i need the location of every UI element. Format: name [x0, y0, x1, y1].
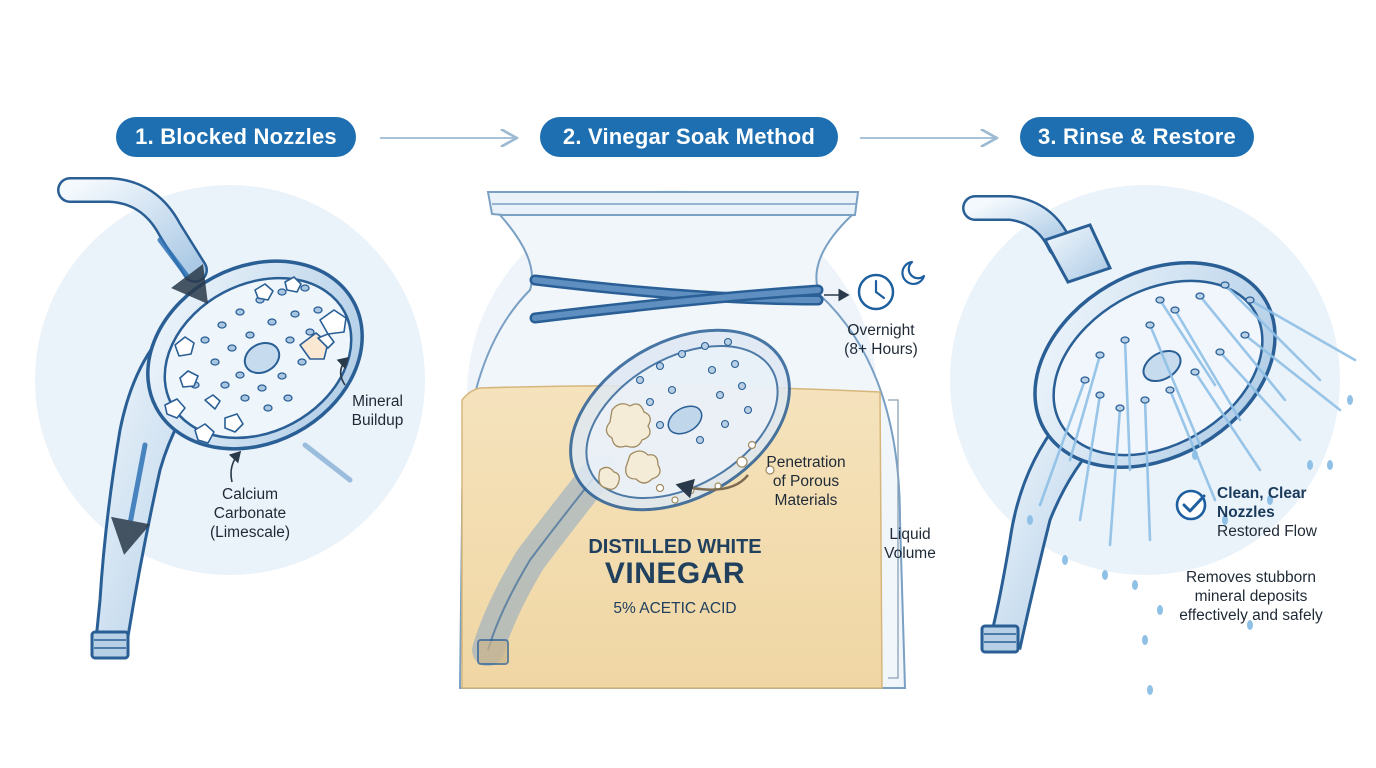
step-1-label: 1. Blocked Nozzles: [116, 117, 356, 157]
water-droplets: [1027, 395, 1353, 695]
calcium-line-3: (Limescale): [209, 524, 291, 541]
volume-line-1: Liquid: [889, 526, 931, 543]
moon-icon: [901, 260, 926, 285]
penetration-line-2: of Porous: [772, 473, 840, 490]
clean-line-1: Clean, Clear: [1217, 485, 1307, 502]
mineral-line-1: Mineral: [352, 393, 403, 410]
calcium-carbonate-label: Calcium Carbonate (Limescale): [195, 485, 305, 542]
calcium-line-2: Carbonate: [213, 505, 287, 522]
calcium-line-1: Calcium: [222, 486, 278, 503]
calcium-pointer-arrow: [228, 450, 242, 483]
penetration-label: Penetration of Porous Materials: [752, 453, 860, 510]
overnight-label: Overnight (8+ Hours): [835, 321, 927, 359]
mineral-pointer-arrow: [336, 356, 350, 386]
liquid-volume-label: Liquid Volume: [875, 525, 945, 563]
mineral-buildup-label: Mineral Buildup: [340, 392, 415, 430]
check-circle-icon: [1175, 489, 1207, 521]
clock-icon: [857, 273, 895, 311]
vinegar-soak-bag: [458, 191, 907, 689]
volume-bracket: [888, 399, 899, 679]
removes-line-1: Removes stubborn: [1185, 569, 1317, 586]
volume-line-2: Volume: [884, 545, 936, 562]
water-jets: [1038, 283, 1357, 547]
mineral-line-2: Buildup: [351, 412, 404, 429]
vinegar-line-1: DISTILLED WHITE: [588, 536, 762, 558]
blocked-shower-head: [57, 177, 364, 660]
removes-line-3: effectively and safely: [1179, 607, 1323, 624]
mineral-crystals: [164, 276, 347, 444]
removes-deposits-label: Removes stubborn mineral deposits effect…: [1165, 568, 1337, 625]
water-flow-arrows: [110, 237, 353, 555]
clean-nozzles-label: Clean, Clear Nozzles Restored Flow: [1217, 484, 1337, 541]
clean-shower-head: [962, 195, 1357, 695]
overnight-line-1: Overnight: [847, 322, 915, 339]
vinegar-line-2: VINEGAR: [604, 557, 746, 590]
step-2-label: 2. Vinegar Soak Method: [540, 117, 838, 157]
step-3-label: 3. Rinse & Restore: [1020, 117, 1254, 157]
penetration-arrow: [675, 474, 749, 499]
penetration-line-3: Materials: [774, 492, 838, 509]
removes-line-2: mineral deposits: [1194, 588, 1308, 605]
penetration-line-1: Penetration: [766, 454, 846, 471]
overnight-line-2: (8+ Hours): [844, 341, 918, 358]
vinegar-line-3: 5% ACETIC ACID: [613, 600, 737, 617]
clean-line-2: Nozzles: [1217, 504, 1275, 521]
clean-line-3: Restored Flow: [1217, 523, 1317, 540]
